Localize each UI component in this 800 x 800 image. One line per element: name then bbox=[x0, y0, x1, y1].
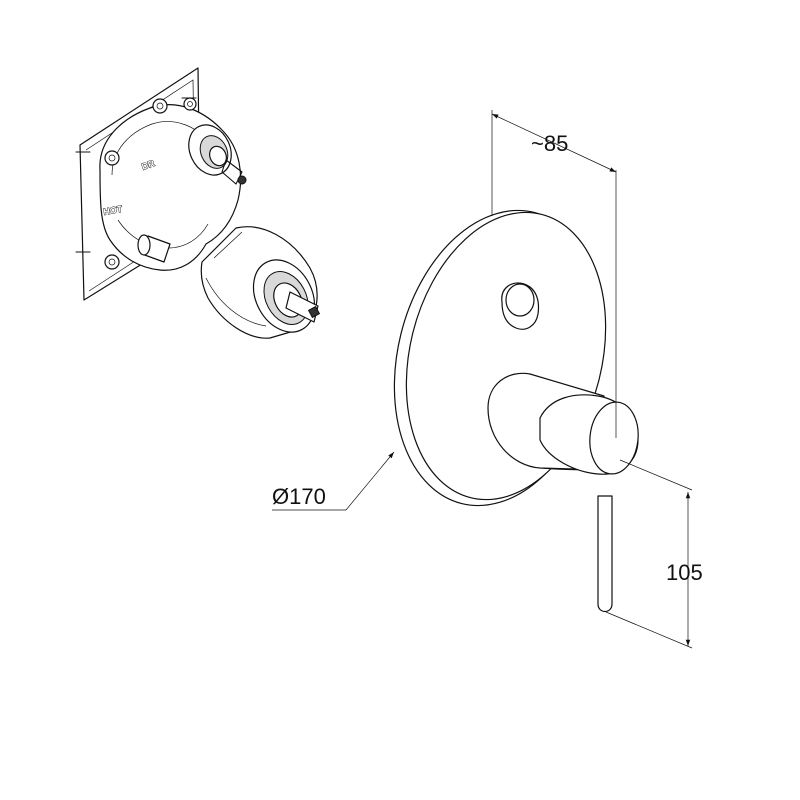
diverter-knob bbox=[501, 282, 540, 330]
top-outlet-port bbox=[188, 124, 247, 185]
diameter-dimension: Ø170 bbox=[272, 451, 395, 511]
bolt-bosses bbox=[104, 97, 197, 270]
handle-lever bbox=[597, 495, 613, 613]
depth-dimension: ~85 bbox=[491, 110, 617, 438]
side-inlet bbox=[137, 234, 171, 263]
valve-body-rough-in: DR HOT bbox=[75, 67, 321, 339]
cartridge bbox=[200, 226, 321, 339]
trim-assembly bbox=[393, 209, 639, 613]
diverter-marking: DR bbox=[140, 158, 156, 172]
hot-marking: HOT bbox=[103, 204, 124, 217]
handle-cylinder bbox=[487, 372, 639, 475]
diameter-dimension-label: Ø170 bbox=[272, 484, 326, 509]
height-dimension: 105 bbox=[605, 459, 703, 649]
height-dimension-label: 105 bbox=[666, 560, 703, 585]
depth-dimension-label: ~85 bbox=[531, 131, 568, 156]
